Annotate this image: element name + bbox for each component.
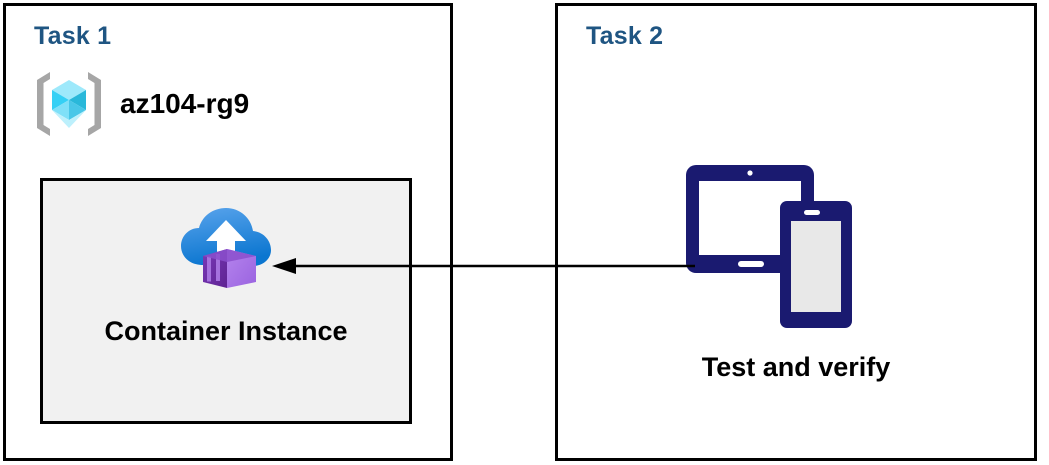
devices-tablet-phone-icon [686,165,852,328]
resource-group-icon [37,72,101,136]
container-instance-box: Container Instance [40,178,412,424]
panel-title-task-2: Task 2 [586,22,664,50]
container-instance-icon [181,208,271,288]
resource-group-row: az104-rg9 [34,68,249,140]
panel-title-task-1: Task 1 [34,22,112,50]
container-instance-label: Container Instance [104,316,348,346]
test-and-verify-label: Test and verify [701,352,891,382]
resource-group-name: az104-rg9 [120,88,250,119]
panel-task-1: Task 1 az104-rg9 [3,3,453,461]
